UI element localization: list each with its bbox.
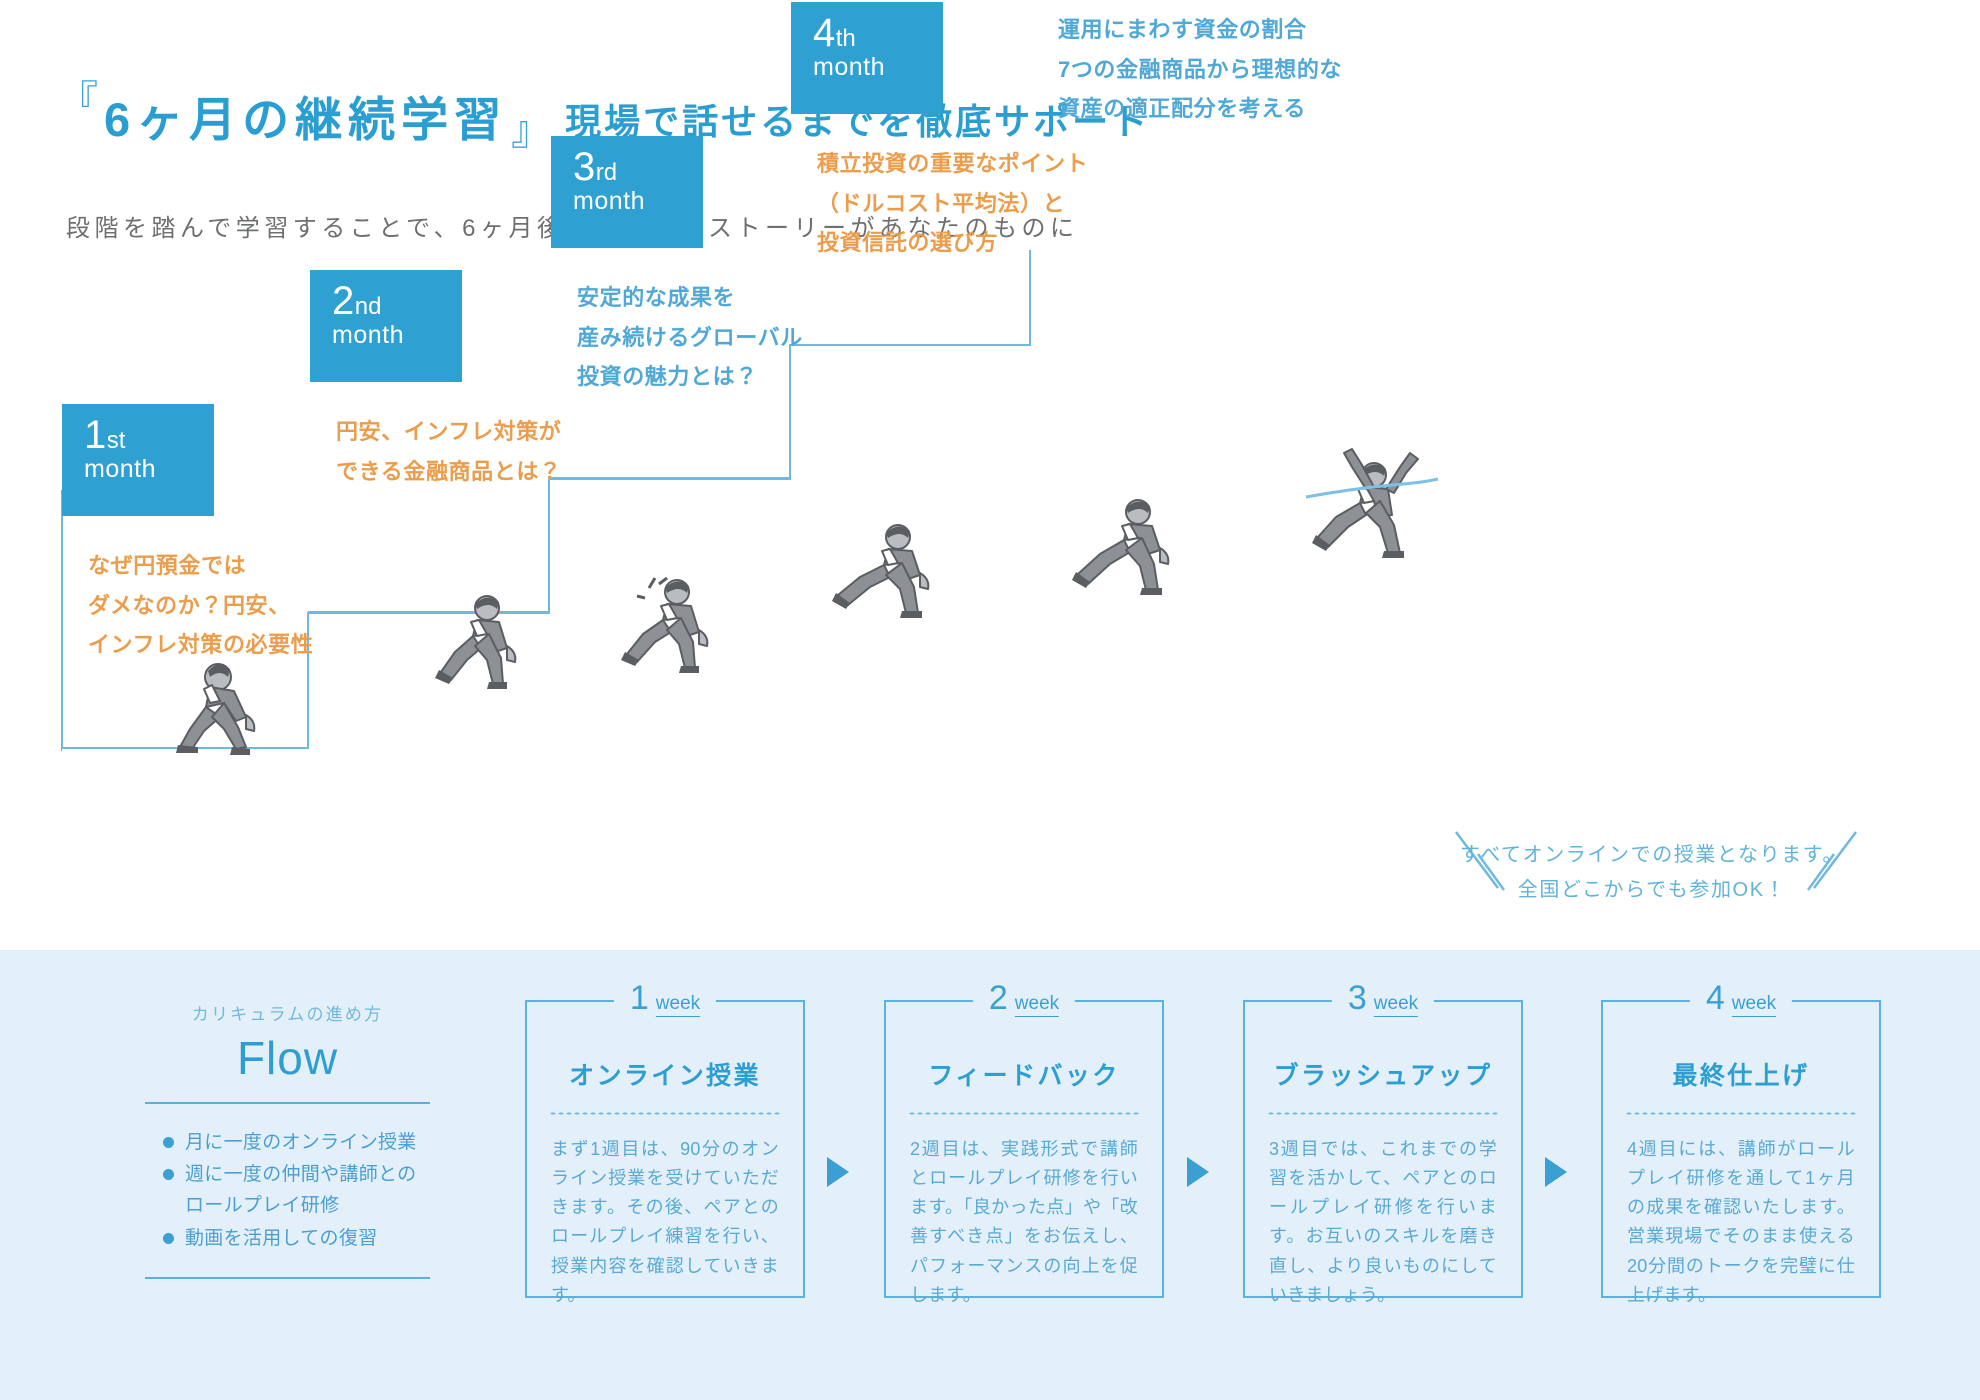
running-businessman-icon [621,576,709,673]
month-flag-unit-2: month [332,321,404,349]
month-flag-number-3: 3rd [573,145,618,189]
week-title-2: フィードバック [928,1062,1120,1090]
week-card-4: 4 week 最終仕上げ 4週目には、講師がロールプレイ研修を通して1ヶ月の成果… [1601,981,1881,1305]
online-note: すべてオンラインでの授業となります。 全国どこからでも参加OK！ [1460,838,1844,908]
decor-slash-right-icon [1806,831,1857,891]
week-body-3: 3週目では、これまでの学習を活かして、ペアとのロールプレイ研修を行います。お互い… [1269,1139,1497,1305]
week-card-1: 1 week オンライン授業 まず1週目は、90分のオンライン授業を受けていただ… [525,981,805,1305]
stair-diagram: 1st month なぜ円預金では ダメなのか？円安、 インフレ対策の必要性 [0,2,1980,1010]
bullet-dot-icon [163,1232,174,1244]
month-column-5: 5th month 運用にまわす資金の割合 7つの金融商品から理想的な 資産の適… [1032,0,1342,129]
arrow-right-icon-3 [1545,1157,1567,1187]
month-flag-3: 3rd month [551,136,703,248]
month-flag-unit-4: month [813,53,885,81]
arrow-right-icon-2 [1187,1157,1209,1187]
week-header-1: 1 week [613,979,717,1017]
week-body-4: 4週目には、講師がロールプレイ研修を通して1ヶ月の成果を確認いたします。営業現場… [1627,1139,1855,1305]
month-column-1: 1st month なぜ円預金では ダメなのか？円安、 インフレ対策の必要性 [62,404,313,665]
flow-list-item-label: 週に一度の仲間や講師との ロールプレイ研修 [185,1164,417,1217]
flow-summary: カリキュラムの進め方 Flow 月に一度のオンライン授業 週に一度の仲間や講師と… [145,1000,430,1279]
month-flag-unit-3: month [573,187,645,215]
week-label-1: week [655,994,701,1017]
flow-list-item: 動画を活用しての復習 [163,1224,430,1255]
week-title-4: 最終仕上げ [1672,1062,1810,1090]
flow-divider-bottom [145,1276,430,1279]
week-number-2: 2 [988,979,1008,1017]
flow-list-item-label: 動画を活用しての復習 [185,1227,378,1249]
flow-panel [0,950,1980,1400]
week-number-1: 1 [629,979,649,1017]
week-dot-divider [1625,1112,1857,1115]
flow-title: Flow [236,1032,339,1084]
week-label-3: week [1373,994,1419,1017]
week-dot-divider [1267,1112,1499,1115]
flow-list-item: 月に一度のオンライン授業 [163,1128,430,1159]
week-title-3: ブラッシュアップ [1273,1062,1493,1090]
month-flag-number-4: 4th [813,11,856,55]
month-description-1: なぜ円預金では ダメなのか？円安、 インフレ対策の必要性 [88,553,314,658]
month-column-4: 4th month 積立投資の重要なポイント （ドルコスト平均法）と 投資信託の… [791,2,1088,263]
month-column-2: 2nd month 円安、インフレ対策が できる金融商品とは？ [310,270,562,491]
week-title-1: オンライン授業 [569,1062,761,1090]
week-dot-divider [908,1112,1140,1115]
title-main-text: 6ヶ月の継続学習 [104,93,508,146]
arrow-right-icon-1 [827,1157,849,1187]
month-description-4: 積立投資の重要なポイント （ドルコスト平均法）と 投資信託の選び方 [817,151,1089,256]
month-flag-2: 2nd month [310,270,462,382]
quote-open-icon: 『 [58,79,98,123]
running-businessman-icon [832,524,930,618]
month-description-2: 円安、インフレ対策が できる金融商品とは？ [336,419,562,484]
month-flag-4: 4th month [791,2,943,114]
flow-list-item-label: 月に一度のオンライン授業 [185,1131,417,1153]
bullet-dot-icon [163,1169,174,1181]
week-body-2: 2週目は、実践形式で講師とロールプレイ研修を行います。「良かった点」や「改善すべ… [910,1139,1138,1305]
flow-list: 月に一度のオンライン授業 週に一度の仲間や講師との ロールプレイ研修 動画を活用… [163,1128,430,1255]
week-dot-divider [549,1112,781,1115]
week-number-3: 3 [1347,979,1367,1017]
running-businessman-icon [435,595,517,689]
online-note-line1: すべてオンラインでの授業となります。 [1460,844,1844,866]
flow-divider-top [145,1101,430,1104]
flow-list-item: 週に一度の仲間や講師との ロールプレイ研修 [163,1160,430,1222]
flow-kicker: カリキュラムの進め方 [191,1005,384,1024]
week-card-3: 3 week ブラッシュアップ 3週目では、これまでの学習を活かして、ペアとのロ… [1243,981,1523,1305]
decor-slash-left-icon [1455,831,1506,891]
week-body-1: まず1週目は、90分のオンライン授業を受けていただきます。その後、ペアとのロール… [551,1139,779,1305]
month-flag-unit-1: month [84,455,156,483]
month-flag-number-1: 1st [84,413,126,457]
running-businessman-icon [1072,499,1170,595]
month-flag-number-2: 2nd [332,279,382,323]
month-description-5: 運用にまわす資金の割合 7つの金融商品から理想的な 資産の適正配分を考える [1058,17,1343,122]
week-header-4: 4 week [1689,979,1793,1017]
month-flag-1: 1st month [62,404,214,516]
week-number-4: 4 [1705,979,1725,1017]
week-label-2: week [1014,994,1060,1017]
bullet-dot-icon [163,1136,174,1148]
month-column-3: 3rd month 安定的な成果を 産み続けるグローバル 投資の魅力とは？ [551,136,803,397]
quote-close-icon: 』 [511,109,552,153]
month-description-3: 安定的な成果を 産み続けるグローバル 投資の魅力とは？ [577,285,803,390]
goal-tape-runner-icon [1305,448,1439,558]
crouching-start-runner-icon [176,663,256,755]
week-label-4: week [1731,994,1777,1017]
online-note-line2: 全国どこからでも参加OK！ [1517,879,1787,901]
week-header-3: 3 week [1331,979,1435,1017]
week-card-2: 2 week フィードバック 2週目は、実践形式で講師とロールプレイ研修を行いま… [884,981,1164,1305]
week-header-2: 2 week [972,979,1076,1017]
